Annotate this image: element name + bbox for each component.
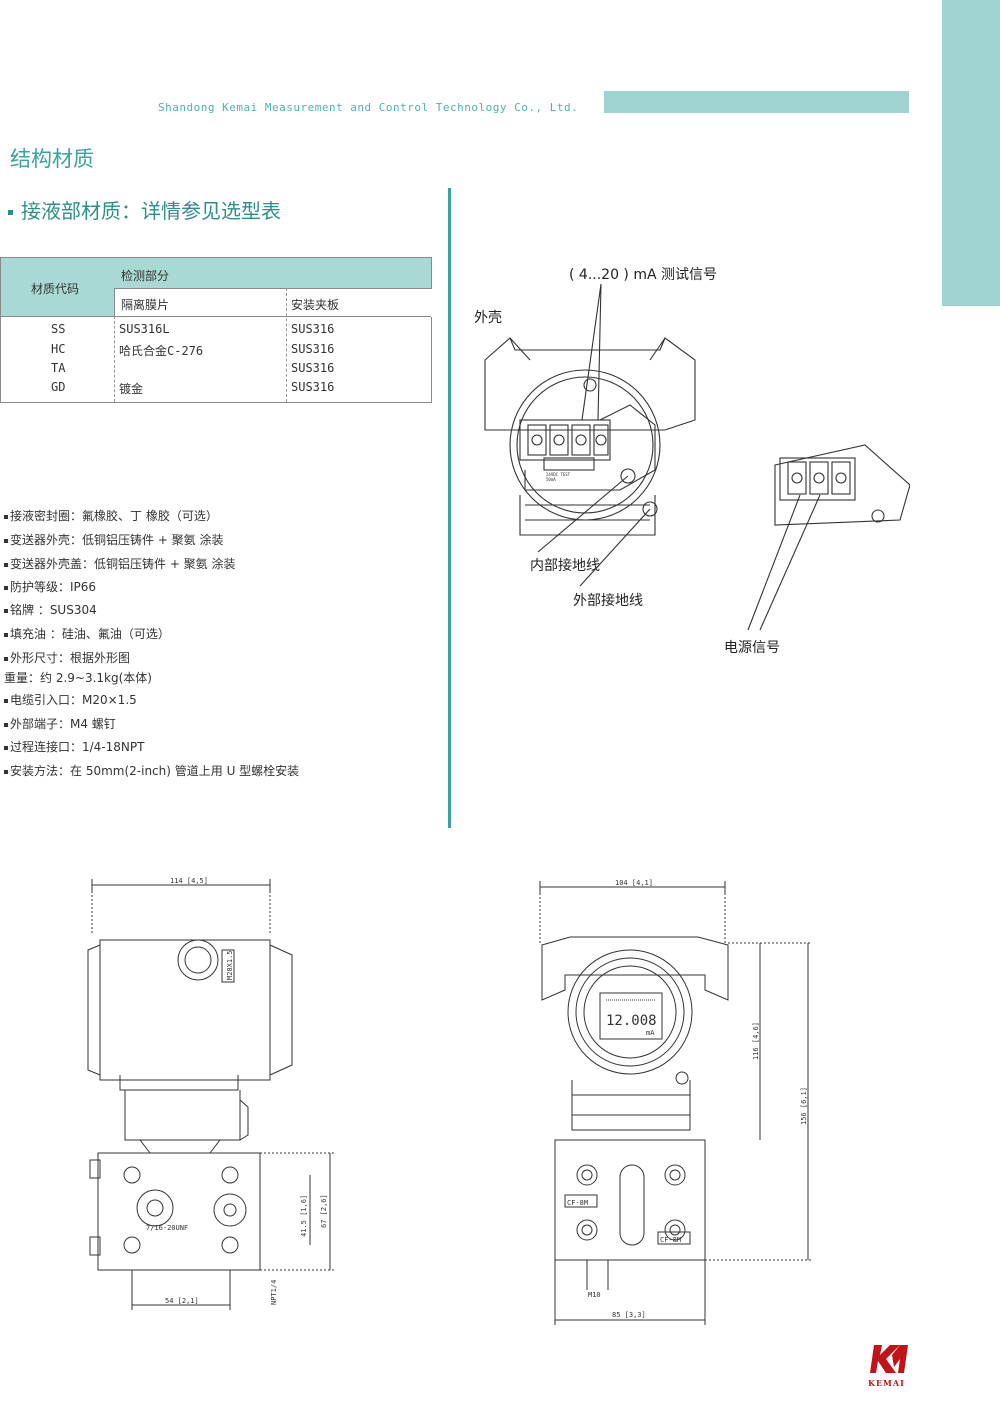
spec-item: 接液密封圈：氟橡胶、丁 橡胶（可选） — [4, 507, 218, 524]
power-signal-label: 电源信号 — [724, 640, 780, 656]
row-flange: SUS316 — [291, 380, 335, 394]
col-divider — [114, 316, 115, 402]
spec-item: 变送器外壳盖：低铜铝压铸件 + 聚氨 涂装 — [4, 555, 236, 572]
lcd-unit: mA — [646, 1029, 655, 1037]
spec-item: 铭牌 ：SUS304 — [4, 601, 97, 618]
header-diaphragm: 隔离膜片 — [121, 298, 170, 312]
side-thread: 7/16-20UNF — [146, 1224, 188, 1232]
housing-body — [509, 369, 661, 521]
row-code: TA — [51, 361, 66, 375]
company-name: Shandong Kemai Measurement and Control T… — [158, 101, 579, 114]
side-npt: NPT1/4 — [270, 1280, 278, 1305]
front-h1: 116 [4,6] — [752, 1022, 760, 1060]
spec-item: 外形尺寸：根据外形图 — [4, 649, 130, 666]
row-code: GD — [51, 380, 66, 394]
side-view-drawing: 114 [4,5] M20X1.5 7/16-20UNF 41.5 [1,6] … — [87, 877, 335, 1310]
terminal-detail — [774, 444, 910, 526]
spec-item: 过程连接口：1/4-18NPT — [4, 738, 144, 755]
side-tab — [942, 0, 1000, 306]
test-screw — [583, 378, 597, 392]
spec-item: 变送器外壳：低铜铝压铸件 + 聚氨 涂装 — [4, 531, 224, 548]
side-width-dim: 114 [4,5] — [170, 877, 208, 885]
spec-item: 重量：约 2.9~3.1kg(本体) — [4, 671, 152, 685]
row-code: SS — [51, 322, 66, 336]
cover-ring — [567, 949, 693, 1075]
col-divider — [286, 288, 287, 402]
spec-item: 防护等级：IP66 — [4, 578, 96, 595]
side-conduit: M20X1.5 — [226, 950, 234, 980]
lcd-value: 12.008 — [606, 1013, 657, 1029]
test-signal-label: ( 4...20 ) mA 测试信号 — [569, 267, 718, 283]
header-code: 材质代码 — [31, 282, 80, 296]
terminal-marks-2: 50mA — [546, 477, 556, 482]
row-diaphragm: SUS316L — [119, 322, 170, 336]
bullet-icon — [8, 210, 13, 215]
front-bottom-dim: 85 [3,3] — [612, 1311, 646, 1319]
terminal-block — [519, 419, 611, 461]
sub-title-text: 接液部材质：详情参见选型表 — [21, 199, 281, 223]
housing-outline — [484, 337, 696, 431]
header-flange: 安装夹板 — [291, 298, 340, 312]
side-h2: 67 [2,6] — [320, 1194, 328, 1228]
front-plate-2: CF-8M — [660, 1236, 681, 1244]
external-ground-screw — [642, 501, 658, 517]
front-width-dim: 104 [4,1] — [615, 879, 653, 887]
housing-label: 外壳 — [474, 310, 502, 326]
front-view-drawing: 12.008 mA 104 [4,1] 116 [4,6] 156 [6,1] … — [539, 879, 812, 1325]
wiring-diagram: 24VDC TEST 50mA — [484, 283, 910, 631]
sub-title: 接液部材质：详情参见选型表 — [8, 195, 281, 224]
logo-text: KEMAI — [868, 1378, 905, 1388]
spec-item: 外部端子：M4 螺钉 — [4, 715, 116, 732]
housing-front — [541, 936, 729, 1001]
external-ground-label: 外部接地线 — [573, 593, 643, 609]
row-flange: SUS316 — [291, 322, 335, 336]
header-group: 检测部分 — [121, 269, 170, 283]
side-h1: 41.5 [1,6] — [300, 1195, 308, 1237]
side-bottom-dim: 54 [2,1] — [165, 1297, 199, 1305]
width-dimension-line — [91, 879, 271, 891]
front-h2: 156 [6,1] — [800, 1087, 808, 1125]
front-m10: M10 — [588, 1291, 601, 1299]
row-diaphragm: 镀金 — [119, 382, 144, 396]
table-subheader — [114, 288, 432, 317]
spec-item: 电缆引入口：M20×1.5 — [4, 691, 137, 708]
row-diaphragm: 哈氏合金C-276 — [119, 344, 204, 358]
front-plate-1: CF-8M — [567, 1199, 588, 1207]
kemai-logo-icon — [870, 1345, 908, 1373]
spec-item: 安装方法：在 50mm(2-inch) 管道上用 U 型螺栓安装 — [4, 762, 299, 779]
header-bar — [604, 91, 909, 113]
row-flange: SUS316 — [291, 361, 335, 375]
spec-item: 填充油 ：硅油、氟油（可选） — [4, 625, 170, 642]
internal-ground-label: 内部接地线 — [530, 558, 600, 574]
row-code: HC — [51, 342, 66, 356]
row-flange: SUS316 — [291, 342, 335, 356]
lcd-display — [599, 992, 663, 1040]
terminal-marks: 24VDC TEST — [546, 472, 571, 477]
section-title: 结构材质 — [10, 147, 94, 171]
internal-ground-screw — [620, 468, 636, 484]
material-table: 材质代码 检测部分 隔离膜片 安装夹板 SS SUS316L SUS316 HC… — [0, 257, 432, 403]
divider-line — [448, 188, 451, 828]
header-rule — [1, 316, 431, 317]
